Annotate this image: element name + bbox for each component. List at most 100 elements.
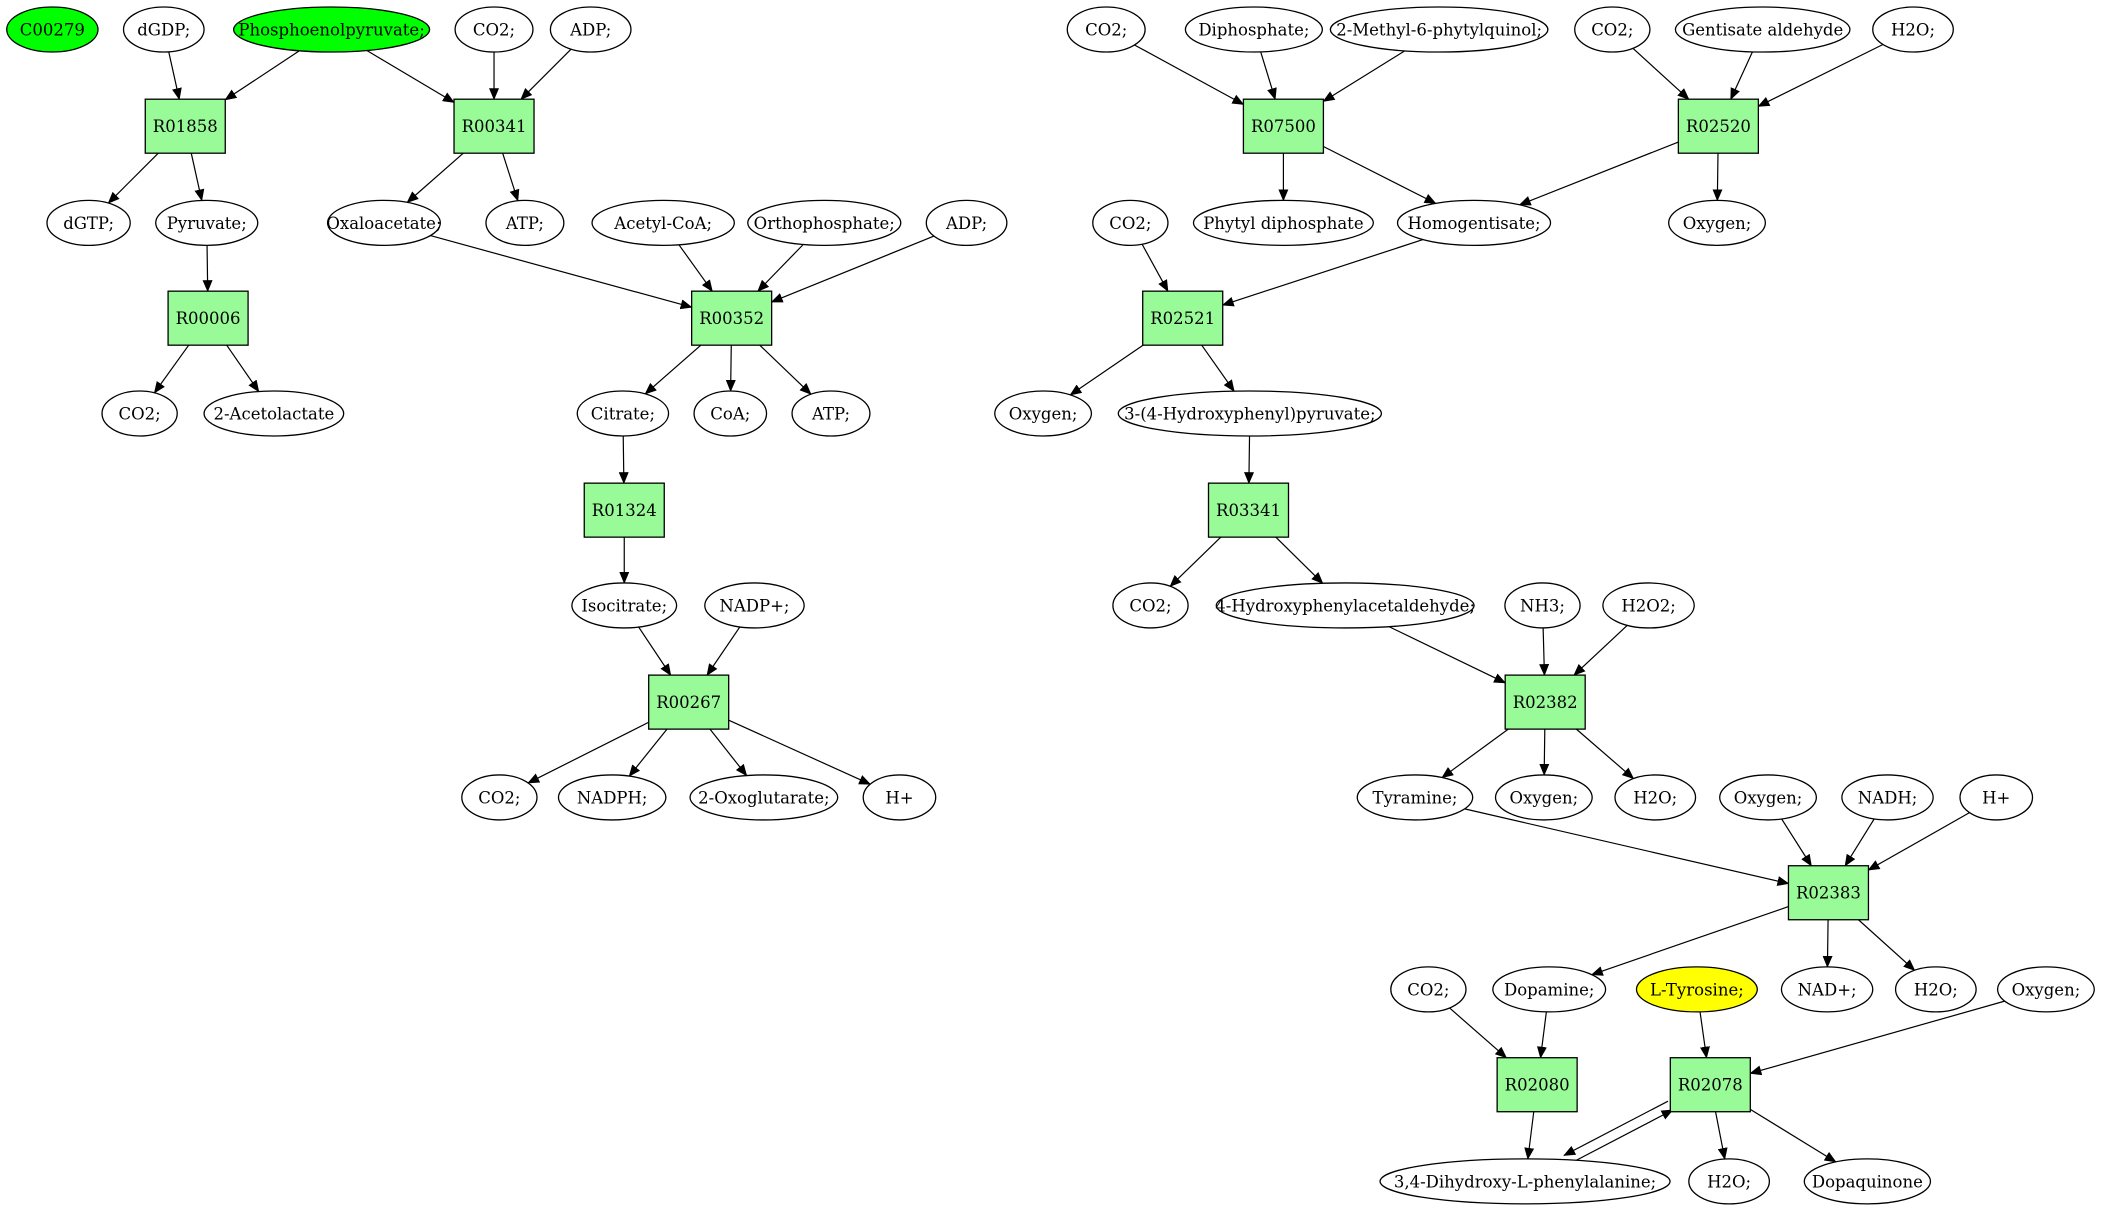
node-label: Dopamine;	[1504, 980, 1594, 999]
compound-node-coa: CoA;	[693, 390, 768, 437]
compound-ellipse	[101, 390, 178, 437]
compound-ellipse	[557, 774, 667, 821]
compound-ellipse	[122, 6, 205, 53]
node-label: NADPH;	[577, 788, 648, 807]
compound-node-co2_g: CO2;	[1112, 582, 1189, 629]
edge-pyruvate-to-r00006	[202, 245, 213, 293]
node-label: CO2;	[1129, 596, 1171, 615]
node-label: H2O;	[1633, 788, 1677, 807]
compound-ellipse	[326, 199, 441, 247]
compound-node-dopamine: Dopamine;	[1492, 966, 1607, 1013]
node-label: R01324	[592, 501, 657, 520]
reaction-box	[453, 98, 535, 154]
node-label: CO2;	[1407, 980, 1449, 999]
edge-nadh-to-r02383	[1844, 818, 1875, 867]
node-label: R00341	[462, 117, 527, 136]
compound-ellipse	[155, 199, 259, 247]
reaction-box	[167, 290, 249, 346]
edge-dgdp-to-r01858	[168, 51, 182, 101]
node-label: Diphosphate;	[1198, 21, 1309, 40]
node-label: Oxygen;	[1734, 788, 1803, 807]
edge-h2o2-to-r02382	[1573, 624, 1628, 676]
compound-ellipse	[747, 199, 902, 247]
reaction-node-r02382: R02382	[1504, 674, 1586, 730]
compound-ellipse	[1184, 6, 1323, 53]
node-label: CO2;	[473, 21, 515, 40]
node-label: NADP+;	[719, 596, 789, 615]
reaction-box	[1504, 674, 1586, 730]
compound-ellipse	[1494, 774, 1593, 821]
edge-r02078-to-h2o_d	[1714, 1111, 1728, 1160]
node-label: Citrate;	[591, 404, 655, 423]
node-label: R02078	[1678, 1076, 1743, 1095]
compound-ellipse	[576, 390, 670, 437]
compound-node-dopaquinone: Dopaquinone	[1803, 1158, 1932, 1205]
node-label: dGDP;	[137, 21, 190, 40]
node-label: R02080	[1505, 1076, 1570, 1095]
reaction-box	[1242, 98, 1325, 154]
node-label: H2O2;	[1621, 596, 1675, 615]
compound-node-oxaloacetate: Oxaloacetate;	[326, 199, 442, 247]
compound-ellipse	[689, 774, 839, 821]
node-label: Homogentisate;	[1408, 214, 1541, 233]
reaction-node-r02521: R02521	[1142, 290, 1224, 346]
edge-layer	[107, 43, 2005, 1165]
compound-node-nadp: NADP+;	[704, 582, 805, 629]
compound-node-gentisate: Gentisate aldehyde	[1674, 6, 1851, 53]
reaction-node-r02078: R02078	[1669, 1057, 1751, 1113]
edge-methylphytyl-to-r07500	[1322, 50, 1406, 102]
compound-node-co2_b: CO2;	[101, 390, 178, 437]
edge-acetylcoa-to-r00352	[678, 244, 713, 292]
compound-ellipse	[485, 199, 565, 247]
compound-ellipse	[1396, 199, 1552, 247]
node-label: Gentisate aldehyde	[1682, 21, 1843, 40]
compound-ellipse	[1092, 199, 1169, 247]
compound-ellipse	[6, 6, 99, 53]
edge-r00352-to-citrate	[644, 344, 702, 395]
compound-ellipse	[46, 199, 131, 247]
edge-hpp-to-r03341	[1244, 435, 1255, 485]
reaction-box	[648, 674, 730, 730]
edge-r02383-to-nadplus	[1822, 919, 1833, 968]
compound-node-oxygen_e: Oxygen;	[1996, 966, 2095, 1013]
node-label: Orthophosphate;	[754, 214, 895, 233]
compound-ellipse	[1668, 199, 1767, 247]
reaction-box	[1142, 290, 1224, 346]
edge-r03341-to-co2_g	[1169, 536, 1222, 587]
compound-ellipse	[791, 390, 871, 437]
compound-ellipse	[1614, 774, 1697, 821]
reaction-box	[1207, 482, 1290, 538]
compound-ellipse	[1996, 966, 2095, 1013]
edge-r02080-to-dopa	[1524, 1111, 1535, 1160]
node-label: 4-Hydroxyphenylacetaldehyde;	[1215, 596, 1475, 615]
compound-ellipse	[1872, 6, 1954, 53]
node-label: L-Tyrosine;	[1650, 980, 1744, 999]
node-label: Dopaquinone	[1812, 1172, 1923, 1191]
edge-oxaloacetate-to-r00352	[430, 235, 693, 310]
compound-node-co2_d: CO2;	[1066, 6, 1146, 53]
node-label: CO2;	[1591, 21, 1633, 40]
node-label: H2O;	[1914, 980, 1958, 999]
compound-ellipse	[1329, 6, 1549, 53]
edge-homogentisate-to-r02521	[1221, 239, 1424, 307]
node-label: R02520	[1686, 117, 1751, 136]
node-label: NH3;	[1520, 596, 1565, 615]
compound-ellipse	[862, 774, 937, 821]
compound-node-pep: Phosphoenolpyruvate;	[232, 6, 431, 53]
compound-ellipse	[203, 390, 345, 437]
edge-r02383-to-h2o_c	[1858, 919, 1916, 971]
compound-ellipse	[1841, 774, 1934, 821]
node-label: ATP;	[505, 214, 544, 233]
compound-node-isocitrate: Isocitrate;	[571, 582, 678, 629]
node-label: Oxygen;	[1510, 788, 1579, 807]
compound-node-oxygen_d: Oxygen;	[1719, 774, 1818, 821]
edge-citrate-to-r01324	[618, 435, 629, 485]
reaction-node-r00341: R00341	[453, 98, 535, 154]
compound-node-acetolactate: 2-Acetolactate	[203, 390, 345, 437]
compound-node-dopa: 3,4-Dihydroxy-L-phenylalanine;	[1379, 1158, 1671, 1205]
edge-nadp-to-r00267	[706, 626, 741, 676]
node-label: H2O;	[1891, 21, 1935, 40]
edge-oxygen_d-to-r02383	[1781, 818, 1812, 867]
reaction-box	[1496, 1057, 1578, 1113]
